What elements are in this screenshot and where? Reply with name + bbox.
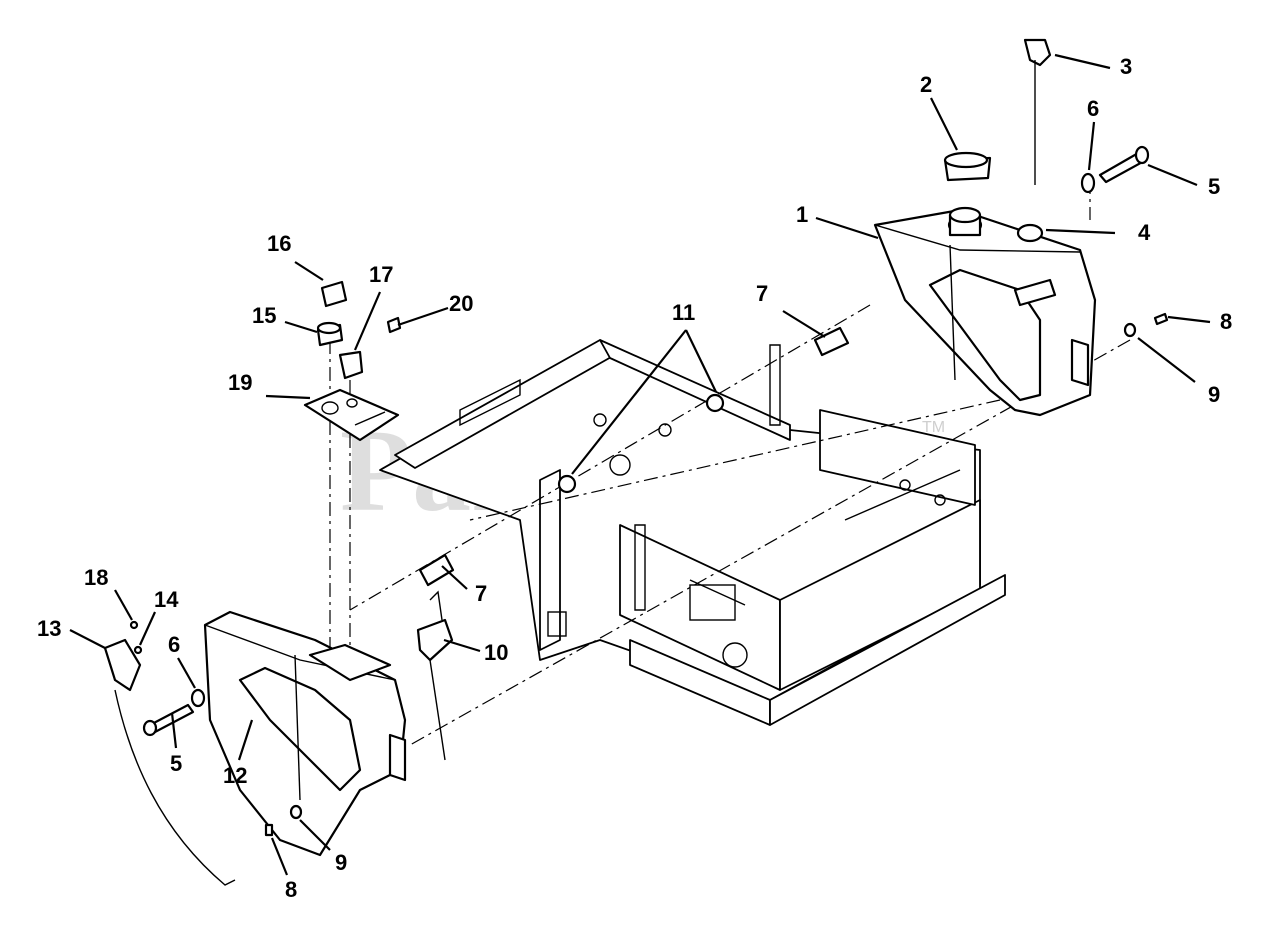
callout-7-upper: 7 [756, 281, 768, 306]
screw-18 [129, 620, 139, 630]
watermark-trademark: TM [922, 419, 945, 436]
leader-lines [69, 53, 1211, 876]
hardware [103, 38, 1169, 886]
callout-19: 19 [228, 370, 252, 395]
bushing-1 [705, 393, 725, 413]
callout-5-right: 5 [1208, 174, 1220, 199]
grommet [1016, 223, 1044, 243]
washer-left [190, 688, 206, 708]
callout-6-left: 6 [168, 632, 180, 657]
callout-1: 1 [796, 202, 808, 227]
nut-14 [133, 645, 143, 655]
callout-18: 18 [84, 565, 108, 590]
fuel-tank-right [873, 206, 1097, 417]
callout-17: 17 [369, 262, 393, 287]
callout-7-lower: 7 [475, 581, 487, 606]
callout-2: 2 [920, 72, 932, 97]
washer-9-right [1123, 322, 1137, 338]
callout-4: 4 [1138, 220, 1151, 245]
key [320, 280, 348, 308]
callout-13: 13 [37, 616, 61, 641]
bushing-2 [557, 474, 577, 494]
callout-9-right: 9 [1208, 382, 1220, 407]
screw-left [264, 823, 274, 837]
callout-12: 12 [223, 763, 247, 788]
screw-20 [386, 316, 402, 334]
callout-5-left: 5 [170, 751, 182, 776]
callout-8-left: 8 [285, 877, 297, 902]
callout-14: 14 [154, 587, 179, 612]
callout-6-right: 6 [1087, 96, 1099, 121]
callout-20: 20 [449, 291, 473, 316]
washer-right [1080, 172, 1096, 194]
spacer-lower [418, 553, 455, 587]
ignition-switch [338, 350, 364, 380]
callout-15: 15 [252, 303, 276, 328]
screw-right [1153, 312, 1169, 326]
callouts: 1 2 3 4 5 5 6 6 7 7 8 8 9 9 10 11 12 13 … [37, 54, 1232, 902]
callout-16: 16 [267, 231, 291, 256]
callout-8-right: 8 [1220, 309, 1232, 334]
fuel-tank-left [203, 610, 407, 857]
shutoff-lever [103, 638, 142, 692]
spacer-upper [813, 326, 850, 357]
callout-11: 11 [672, 300, 695, 325]
callout-10: 10 [484, 640, 508, 665]
callout-9-left: 9 [335, 850, 347, 875]
callout-3: 3 [1120, 54, 1132, 79]
chassis-frame [379, 339, 1006, 726]
washer-9-left [289, 804, 303, 820]
bracket [416, 618, 454, 662]
elbow-fitting [1023, 38, 1052, 67]
